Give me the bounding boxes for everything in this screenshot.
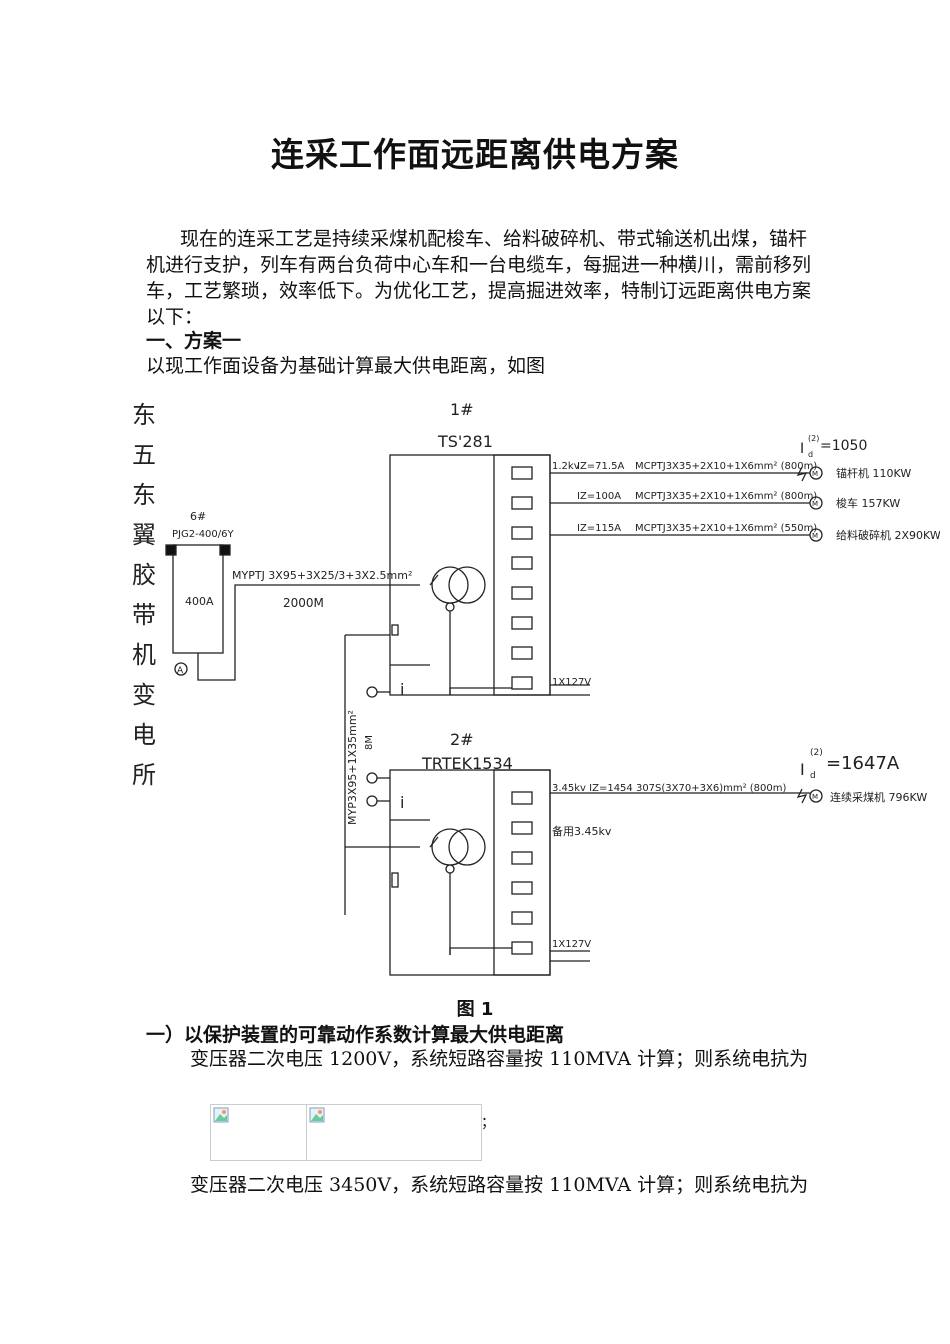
switch-terminal-left [165, 544, 177, 556]
switch-terminal-right [219, 544, 231, 556]
transformer2-i-label: i [400, 793, 404, 812]
out3-cable: MCPTJ3X35+2X10+1X6mm² (550m) [635, 523, 817, 534]
transformer2-switch-column [493, 769, 551, 976]
transformer2-model: TRTEK1534 [421, 754, 513, 773]
spare-output: 备用3.45kv [552, 824, 612, 838]
page-title: 连采工作面远距离供电方案 [271, 135, 679, 174]
figure-caption: 图 1 [456, 999, 494, 1020]
substation-label: 东 五 东 翼 胶 带 机 变 电 所 [132, 401, 156, 789]
formula-image-1 [210, 1104, 307, 1161]
transformer1-winding-a [431, 566, 469, 604]
short-circuit-2-sub: d [810, 771, 816, 781]
substation-char: 东 [132, 401, 156, 429]
motor-miner [809, 789, 823, 803]
short-circuit-1-value: =1050 [820, 438, 867, 454]
transformer1-voltage: 1.2kv [552, 461, 580, 472]
transformer2-load: 连续采煤机 796KW [830, 790, 927, 804]
paragraph-3: 变压器二次电压 3450V，系统短路容量按 110MVA 计算；则系统电抗为 [190, 1174, 809, 1196]
switch-model: PJG2-400/6Y [172, 529, 235, 540]
power-supply-diagram: 东 五 东 翼 胶 带 机 变 电 所 6# PJG2-400/6Y 400A … [132, 400, 940, 976]
substation-char: 所 [132, 761, 156, 789]
short-circuit-1-sub: d [808, 450, 813, 459]
switch-rating: 400A [185, 595, 214, 608]
broken-image-icon [309, 1107, 325, 1123]
feeder-length-label: 2000M [283, 596, 324, 610]
formula-image-2 [306, 1104, 482, 1161]
substation-char: 五 [132, 441, 156, 469]
out1-cable: MCPTJ3X35+2X10+1X6mm² (800m) [635, 461, 817, 472]
paragraph-2: 变压器二次电压 1200V，系统短路容量按 110MVA 计算；则系统电抗为 [190, 1048, 809, 1070]
substation-char: 胶 [132, 561, 156, 589]
substation-char: 电 [132, 721, 156, 749]
broken-image-icon [213, 1107, 229, 1123]
switch-ammeter [174, 662, 188, 676]
transformer1-name: 1# [450, 400, 474, 419]
out1-current: IZ=71.5A [577, 461, 624, 472]
section-heading-2: 一）以保护装置的可靠动作系数计算最大供电距离 [146, 1024, 565, 1046]
section1-text: 以现工作面设备为基础计算最大供电距离，如图 [146, 355, 546, 377]
motor-label: M [812, 532, 818, 540]
motor-label: M [812, 470, 818, 478]
transformer2-switches [511, 791, 533, 955]
motor-bolter [809, 466, 823, 480]
motor-shuttle [809, 496, 823, 510]
lv1-label: 1X127V [552, 677, 591, 688]
short-circuit-2-value: =1647A [826, 753, 900, 774]
feeder-cable-label: MYPTJ 3X95+3X25/3+3X2.5mm² [232, 569, 412, 582]
lv2-label: 1X127V [552, 939, 591, 950]
out3-current: IZ=115A [577, 523, 621, 534]
transformer2-output: 3.45kv IZ=1454 307S(3X70+3X6)mm² (800m) [552, 783, 786, 794]
substation-char: 带 [132, 601, 156, 629]
motor-label: M [812, 793, 818, 801]
formula-semicolon: ； [481, 1115, 495, 1131]
out2-cable: MCPTJ3X35+2X10+1X6mm² (800m) [635, 491, 817, 502]
transformer1-winding-b [448, 566, 486, 604]
out3-load: 给料破碎机 2X90KW [836, 528, 940, 542]
feeder-line [197, 584, 390, 681]
transformer2-name: 2# [450, 730, 474, 749]
substation-char: 东 [132, 481, 156, 509]
section-heading-1: 一、方案一 [146, 330, 242, 352]
substation-char: 变 [132, 681, 156, 709]
switch-name: 6# [190, 510, 206, 523]
transformer1-i-label: i [400, 680, 404, 699]
short-circuit-1-sup: (2) [808, 434, 819, 443]
intro-paragraph: 现在的连采工艺是持续采煤机配梭车、给料破碎机、带式输送机出煤，锚杆机进行支护，列… [146, 228, 812, 328]
short-circuit-1-symbol: I [800, 441, 804, 457]
out2-current: IZ=100A [577, 491, 621, 502]
substation-char: 机 [132, 641, 156, 669]
transformer1-model: TS'281 [437, 432, 493, 451]
switch-ammeter-label: A [177, 666, 184, 676]
transformer1-switches [511, 466, 533, 690]
link-cable-label: MYP3X95+1X35mm² [346, 710, 359, 825]
out2-load: 梭车 157KW [836, 496, 900, 510]
transformer2-frame [389, 769, 551, 976]
transformer1-switch-column [493, 454, 551, 696]
motor-label: M [812, 500, 818, 508]
short-circuit-2-sup: (2) [810, 748, 823, 758]
out1-load: 锚杆机 110KW [836, 466, 911, 480]
link-length-label: 8M [364, 735, 375, 750]
short-circuit-2-symbol: I [800, 760, 805, 779]
substation-char: 翼 [132, 521, 156, 549]
motor-feeder [809, 528, 823, 542]
